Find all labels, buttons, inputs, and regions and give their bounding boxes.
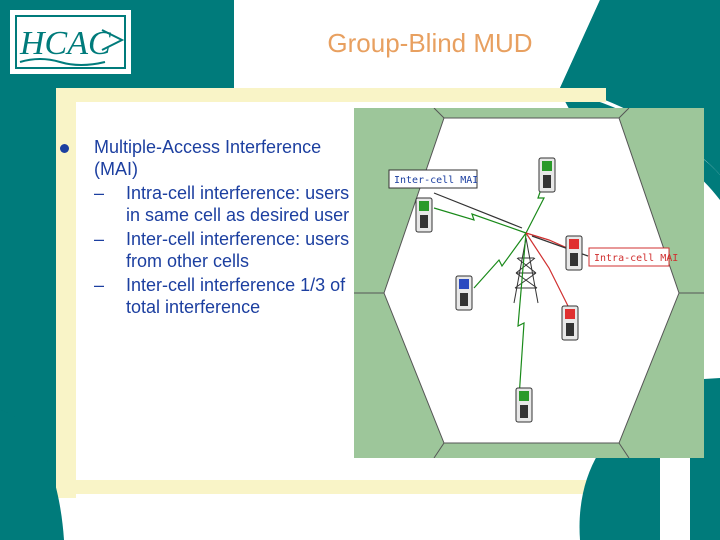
bullet-icon (60, 144, 69, 153)
phone-icon (515, 387, 533, 423)
page-title: Group-Blind MUD (327, 28, 533, 58)
bullet-item: Multiple-Access Interference (MAI) (60, 136, 360, 180)
subbullet-text: Inter-cell interference 1/3 of total int… (126, 275, 346, 317)
inter-cell-label: Inter-cell MAI (394, 175, 478, 186)
subbullet-text: Intra-cell interference: users in same c… (126, 183, 350, 225)
intra-cell-label: Intra-cell MAI (594, 253, 678, 264)
dash-icon: – (94, 183, 105, 203)
dash-icon: – (94, 275, 105, 295)
subbullet-item: – Intra-cell interference: users in same… (60, 182, 360, 226)
phone-icon (538, 157, 556, 193)
tower-icon (513, 237, 539, 304)
logo: HCAC (10, 10, 131, 74)
subbullet-item: – Inter-cell interference 1/3 of total i… (60, 274, 360, 318)
svg-text:HCAC: HCAC (19, 25, 111, 62)
subbullet-item: – Inter-cell interference: users from ot… (60, 228, 360, 272)
cellular-diagram: Inter-cell MAI Intra-cell MAI (354, 108, 704, 458)
subbullet-text: Inter-cell interference: users from othe… (126, 229, 350, 271)
hcac-logo-icon: HCAC (15, 15, 126, 69)
bullet-text: Multiple-Access Interference (MAI) (94, 137, 322, 179)
phone-icon (455, 275, 473, 311)
phone-icon (565, 235, 583, 271)
bullet-list: Multiple-Access Interference (MAI) – Int… (60, 136, 360, 318)
phone-icon (561, 305, 579, 341)
phone-icon (415, 197, 433, 233)
dash-icon: – (94, 229, 105, 249)
